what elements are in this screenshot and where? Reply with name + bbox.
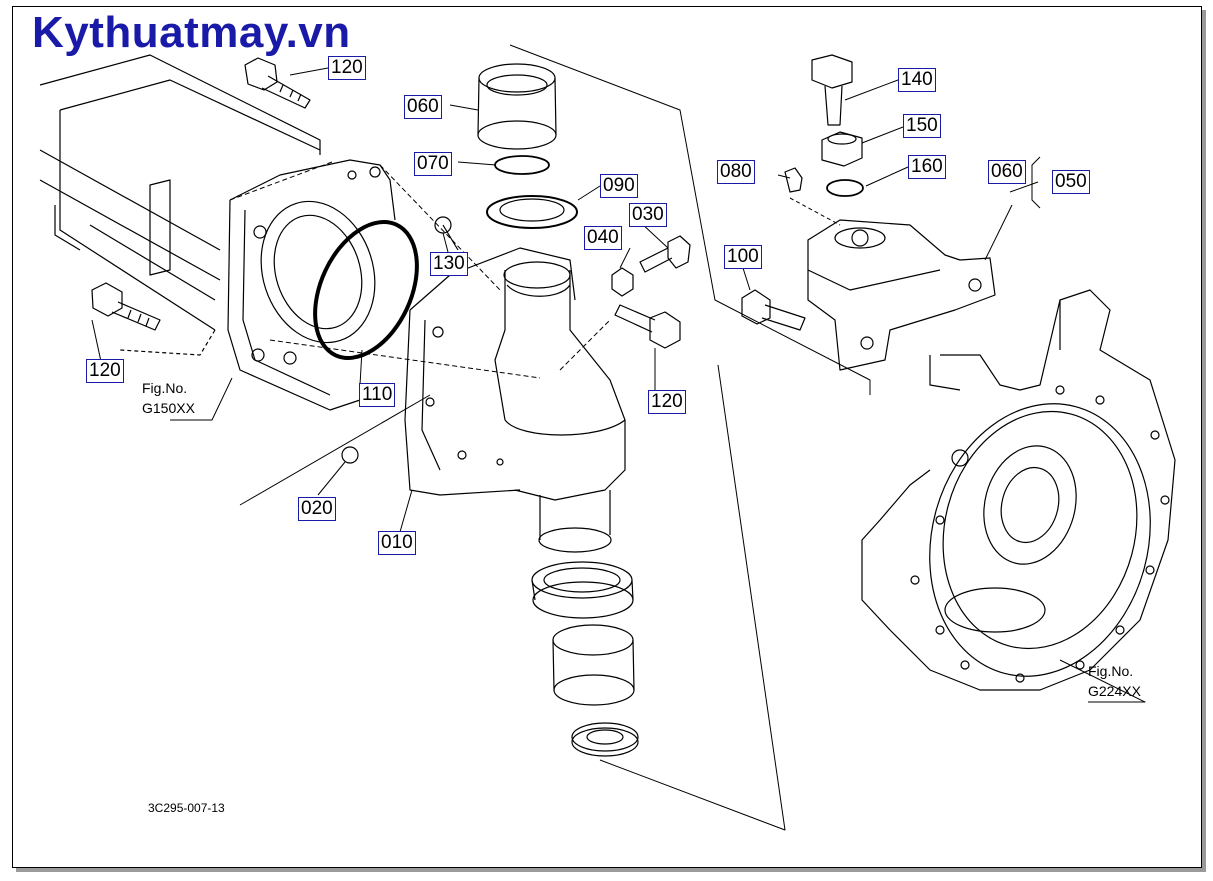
- bushing-060-lower: [552, 624, 635, 706]
- bolt-120-top: [244, 57, 311, 109]
- label-150: 150: [903, 114, 941, 138]
- grease-nipple-080: [784, 167, 803, 193]
- bolt-120-right: [614, 304, 681, 349]
- label-120-right: 120: [648, 390, 686, 414]
- drawing-number: 3C295-007-13: [148, 801, 225, 815]
- label-080: 080: [717, 160, 755, 184]
- label-090: 090: [600, 174, 638, 198]
- o-ring-110: [313, 220, 419, 360]
- frame-shadow-bottom: [16, 868, 1206, 872]
- label-140: 140: [898, 68, 936, 92]
- bolt-030: [639, 235, 691, 273]
- label-020: 020: [298, 497, 336, 521]
- frame-shadow-right: [1202, 10, 1206, 872]
- label-030: 030: [629, 203, 667, 227]
- nut-040: [611, 267, 634, 297]
- thrust-bearing: [571, 722, 639, 757]
- left-housing: [39, 54, 396, 411]
- ring-070: [494, 155, 550, 175]
- right-housing: [861, 289, 1176, 691]
- bolt-120-left: [91, 282, 161, 331]
- housing-010: [404, 247, 626, 553]
- label-160: 160: [908, 155, 946, 179]
- label-010: 010: [378, 531, 416, 555]
- fig-ref-left-line1: Fig.No.: [142, 380, 188, 396]
- fig-ref-left-line2: G150XX: [142, 400, 195, 416]
- bearing-upper: [531, 561, 634, 619]
- label-040: 040: [584, 226, 622, 250]
- label-060-top: 060: [404, 95, 442, 119]
- fig-ref-right-line1: Fig.No.: [1088, 663, 1134, 679]
- label-100: 100: [724, 245, 762, 269]
- nut-150: [821, 131, 863, 167]
- fig-ref-right-line2: G224XX: [1088, 683, 1141, 699]
- label-130: 130: [430, 252, 468, 276]
- bolt-100: [741, 289, 806, 331]
- label-070: 070: [414, 152, 452, 176]
- leader-lines: [91, 44, 1146, 831]
- watermark-brand: Kythuatmay.vn: [32, 8, 351, 57]
- plug-020: [341, 446, 359, 464]
- washer-160: [826, 179, 864, 197]
- seal-090: [486, 195, 578, 229]
- diagram-frame: [12, 6, 1202, 868]
- label-120-top: 120: [328, 56, 366, 80]
- label-060-assembly: 060: [988, 160, 1026, 184]
- bushing-060-top: [477, 63, 557, 150]
- label-120-left: 120: [86, 359, 124, 383]
- label-110: 110: [359, 383, 396, 407]
- bolt-140: [811, 54, 853, 126]
- bracket-assembly: [807, 219, 996, 371]
- label-050: 050: [1052, 170, 1090, 194]
